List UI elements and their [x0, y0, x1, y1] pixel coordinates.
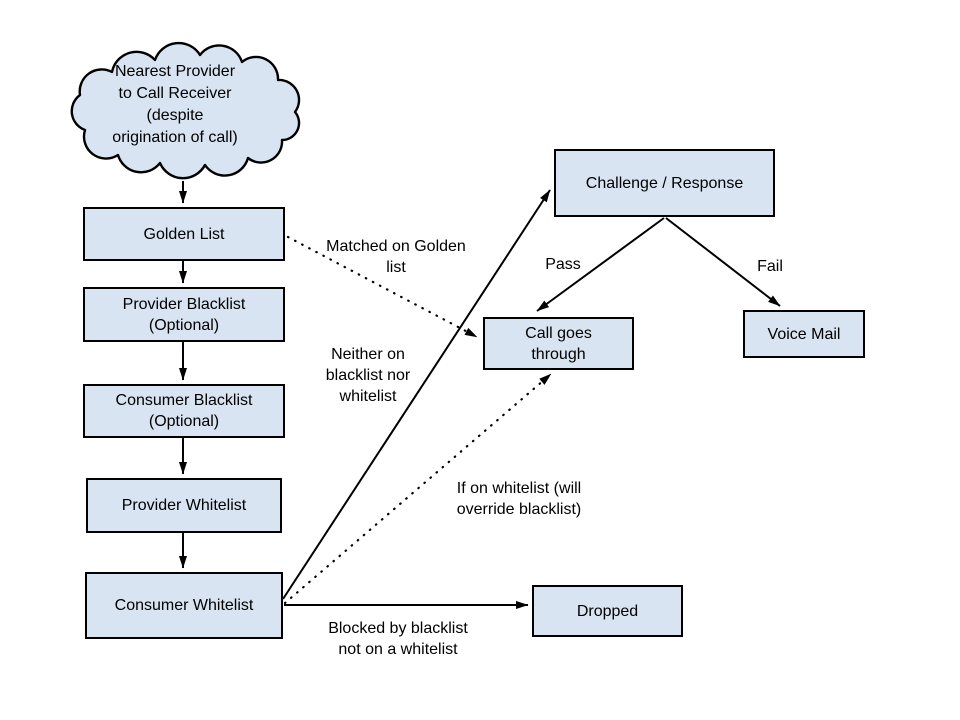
node-label: Consumer Whitelist [114, 597, 254, 614]
edge-whitelist-to-call-dotted [283, 372, 553, 605]
edge-whitelist-to-challenge [282, 189, 551, 600]
edge-challenge-to-voicemail [665, 217, 781, 307]
edge-label-matched-on-golden-list: Matched on Golden list [310, 236, 482, 278]
node-dropped: Dropped [532, 585, 683, 637]
edge-label-line: list [386, 259, 406, 276]
node-provider-whitelist: Provider Whitelist [86, 478, 282, 533]
node-call-goes-through: Call goes through [483, 317, 634, 370]
edge-challenge-to-call [536, 217, 665, 312]
cloud-line: origination of call) [112, 129, 238, 146]
node-provider-blacklist: Provider Blacklist (Optional) [83, 287, 285, 342]
edge-label-line: Pass [545, 256, 581, 273]
node-label: Voice Mail [767, 325, 841, 343]
edge-label-line: If on whitelist (will [456, 480, 582, 497]
node-consumer-whitelist: Consumer Whitelist [85, 572, 283, 639]
edge-label-line: whitelist [339, 388, 397, 405]
cloud-line: to Call Receiver [118, 85, 232, 102]
node-label: Dropped [576, 602, 639, 620]
edge-label-line: not on a whitelist [338, 641, 458, 658]
cloud-node-label: Nearest Provider to Call Receiver (despi… [87, 61, 263, 149]
node-label: (Optional) [148, 413, 220, 430]
node-label: Provider Whitelist [121, 497, 247, 514]
node-challenge-response: Challenge / Response [554, 149, 775, 217]
edge-label-line: blacklist nor [325, 367, 411, 384]
node-label: Challenge / Response [585, 174, 744, 192]
edge-label-if-on-whitelist: If on whitelist (will override blacklist… [429, 478, 609, 520]
edge-label-line: Matched on Golden [326, 238, 466, 255]
edge-label-line: override blacklist) [456, 501, 582, 518]
edge-label-blocked-by-blacklist: Blocked by blacklist not on a whitelist [308, 618, 488, 660]
node-label: through [531, 345, 586, 363]
node-consumer-blacklist: Consumer Blacklist (Optional) [83, 384, 285, 438]
node-label: Consumer Blacklist [115, 392, 253, 409]
node-voice-mail: Voice Mail [743, 310, 865, 358]
edge-label-line: Fail [757, 258, 783, 275]
node-label: Call goes [525, 324, 592, 342]
edge-label-line: Neither on [331, 346, 405, 363]
edge-label-fail: Fail [746, 256, 794, 277]
cloud-line: (despite [146, 107, 204, 124]
cloud-shape [70, 41, 301, 180]
node-golden-list: Golden List [83, 207, 285, 261]
cloud-line: Nearest Provider [114, 63, 236, 80]
edge-label-pass: Pass [535, 254, 591, 275]
node-label: (Optional) [148, 316, 220, 334]
node-label: Provider Blacklist [122, 295, 246, 313]
edge-label-line: Blocked by blacklist [328, 620, 468, 637]
edge-label-neither-on-blacklist: Neither on blacklist nor whitelist [308, 344, 428, 407]
node-label: Golden List [143, 225, 225, 243]
